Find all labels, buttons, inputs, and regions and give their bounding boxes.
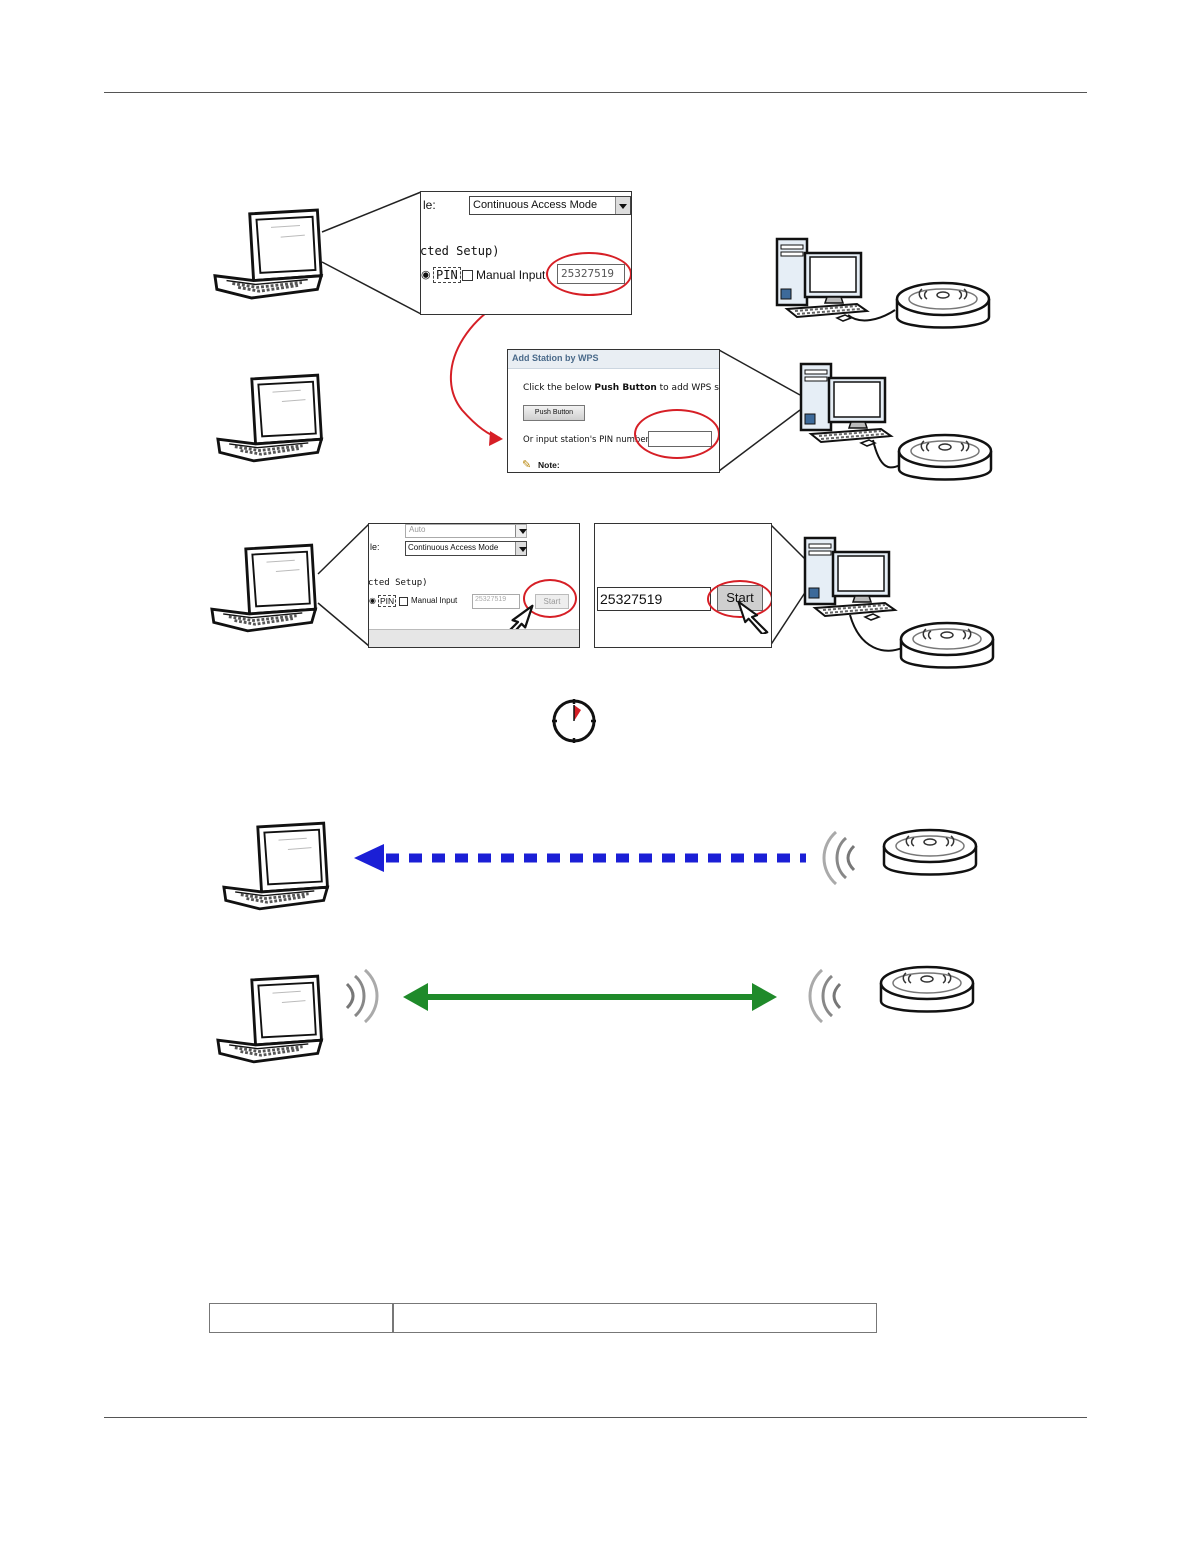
wps-start-panel: Auto le: Continuous Access Mode cted Set… [368, 523, 580, 648]
pin-radio-label[interactable]: PIN [433, 267, 461, 283]
setup-label: cted Setup) [368, 578, 428, 588]
pin-value: 25327519 [475, 596, 507, 603]
access-point-icon [897, 616, 997, 678]
table-divider [392, 1304, 394, 1332]
access-mode-value: Continuous Access Mode [408, 543, 499, 552]
chevron-down-icon [515, 525, 527, 537]
mode-label: le: [423, 198, 436, 212]
highlight-circle [523, 579, 577, 618]
add-station-wps-panel: Add Station by WPS Click the below Push … [507, 349, 720, 473]
instruction-text: Click the below Push Button to add WPS s… [523, 383, 719, 393]
wireless-signal-icon [801, 966, 843, 1026]
desktop-computer-icon [775, 237, 870, 327]
table-row [209, 1303, 877, 1333]
timer-icon [552, 699, 596, 743]
wireless-signal-icon [344, 966, 386, 1026]
manual-input-checkbox[interactable] [399, 597, 408, 606]
access-point-icon [877, 960, 977, 1022]
pin-prompt-text: Or input station's PIN number: [523, 435, 652, 445]
mouse-pointer-icon [735, 600, 769, 634]
pin-field[interactable]: 25327519 [472, 594, 520, 609]
mode-label: le: [370, 542, 380, 552]
client-pin-value: 25327519 [600, 591, 663, 607]
push-button[interactable]: Push Button [523, 405, 585, 421]
auto-value: Auto [409, 525, 426, 534]
client-wps-panel: 25327519 Start [594, 523, 772, 648]
manual-input-label: Manual Input [476, 268, 546, 282]
access-mode-value: Continuous Access Mode [473, 199, 598, 211]
highlight-circle [634, 409, 719, 459]
highlight-circle [546, 252, 631, 296]
laptop-icon [216, 974, 329, 1064]
manual-input-checkbox[interactable] [462, 270, 473, 281]
header-rule [104, 92, 1087, 93]
access-mode-select[interactable]: Continuous Access Mode [405, 541, 527, 556]
laptop-icon [222, 821, 335, 911]
setup-label: cted Setup) [420, 244, 500, 258]
panel-title: Add Station by WPS [512, 353, 599, 363]
highlight-circle [707, 580, 771, 618]
client-pin-field[interactable]: 25327519 [597, 587, 711, 611]
access-point-icon [880, 823, 980, 885]
wps-pin-panel: le: Continuous Access Mode cted Setup) ◉… [420, 191, 632, 315]
access-mode-select[interactable]: Continuous Access Mode [469, 196, 631, 215]
manual-input-label: Manual Input [411, 596, 458, 605]
chevron-down-icon [515, 542, 527, 555]
radio-selected-icon: ◉ [421, 269, 431, 281]
access-point-icon [893, 277, 993, 337]
desktop-computer-icon [799, 362, 894, 452]
chevron-down-icon [615, 197, 630, 214]
footer-rule [104, 1417, 1087, 1418]
panel-header: Add Station by WPS [508, 350, 719, 369]
radio-selected-icon: ◉ [369, 596, 376, 605]
laptop-icon [210, 543, 323, 633]
wireless-signal-icon [815, 828, 857, 888]
note-icon: ✎ [522, 459, 532, 471]
access-point-icon [895, 428, 995, 490]
desktop-computer-icon [803, 536, 898, 626]
note-label: Note: [538, 460, 560, 470]
footer-bar [369, 629, 579, 647]
pin-radio-label[interactable]: PIN [378, 595, 397, 607]
auto-select[interactable]: Auto [405, 524, 527, 538]
laptop-icon [216, 373, 329, 463]
laptop-icon [213, 208, 329, 300]
